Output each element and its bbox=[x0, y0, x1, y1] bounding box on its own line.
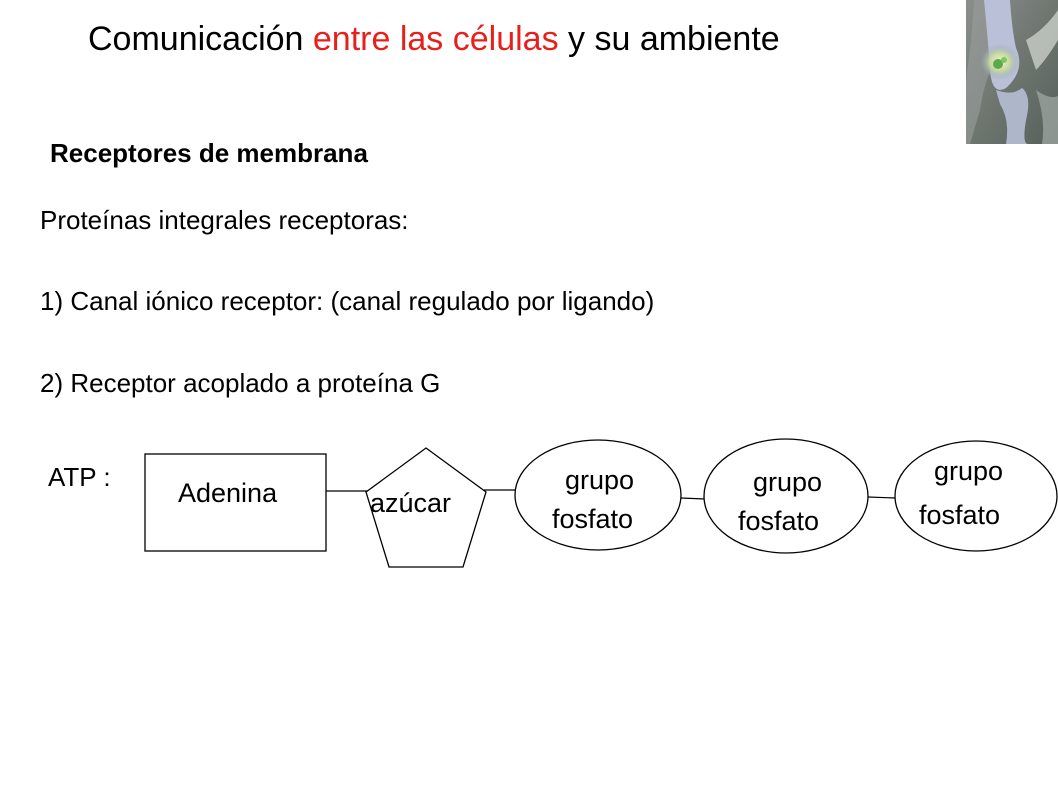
text-line-receptor-g: 2) Receptor acoplado a proteína G bbox=[40, 368, 441, 398]
fosfato-3-line-2: fosfato bbox=[919, 500, 1000, 530]
azucar-pentagon: azúcar bbox=[365, 447, 487, 568]
text-line-canal-ionico: 1) Canal iónico receptor: (canal regulad… bbox=[40, 286, 655, 316]
adenina-label: Adenina bbox=[178, 478, 278, 508]
azucar-label: azúcar bbox=[370, 488, 451, 518]
adenina-box: Adenina bbox=[144, 453, 327, 552]
fosfato-group-2: grupo fosfato bbox=[703, 438, 869, 554]
connector-fosfato1-fosfato2 bbox=[680, 497, 706, 500]
fosfato-1-line-1: grupo bbox=[565, 465, 634, 495]
fosfato-group-1: grupo fosfato bbox=[514, 439, 682, 551]
title-highlight: entre las células bbox=[312, 20, 559, 58]
neuron-synapse-image bbox=[966, 0, 1058, 144]
atp-label: ATP : bbox=[48, 462, 111, 492]
title-part-3: y su ambiente bbox=[558, 20, 780, 58]
section-heading: Receptores de membrana bbox=[50, 138, 368, 168]
fosfato-2-line-2: fosfato bbox=[738, 506, 819, 536]
connector-fosfato2-fosfato3 bbox=[867, 496, 896, 499]
slide-title: Comunicación entre las células y su ambi… bbox=[88, 20, 780, 59]
fosfato-1-line-2: fosfato bbox=[552, 504, 633, 534]
fosfato-group-3: grupo fosfato bbox=[894, 440, 1058, 552]
fosfato-2-line-1: grupo bbox=[753, 467, 822, 497]
title-part-1: Comunicación bbox=[88, 20, 313, 58]
text-line-proteinas: Proteínas integrales receptoras: bbox=[40, 205, 409, 235]
fosfato-3-line-1: grupo bbox=[934, 456, 1003, 486]
